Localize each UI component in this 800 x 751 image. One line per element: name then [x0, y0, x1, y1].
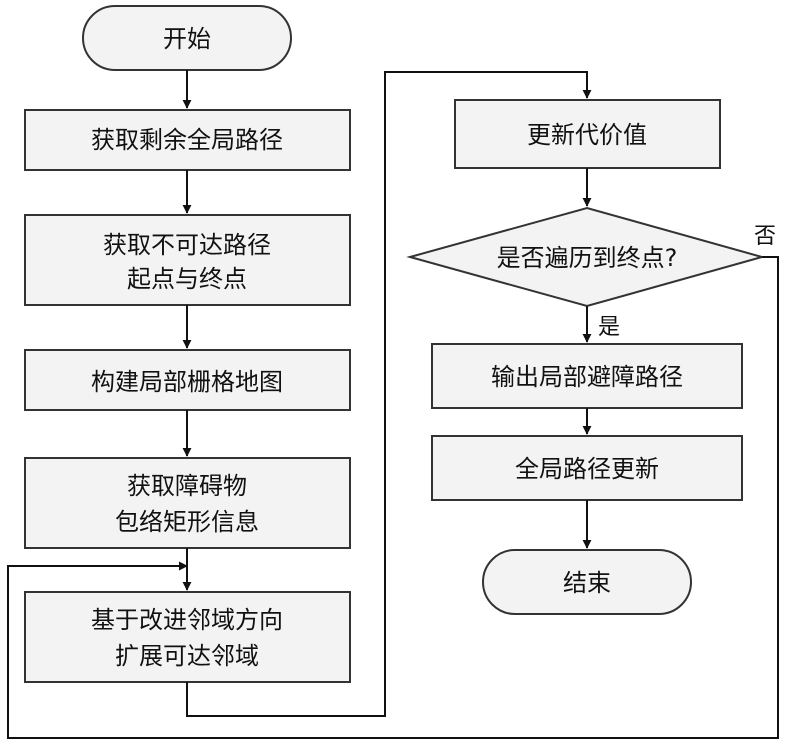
build-grid-map-label: 构建局部栅格地图 — [91, 368, 283, 396]
end-terminal: 结束 — [482, 549, 692, 615]
build-grid-map-box: 构建局部栅格地图 — [24, 349, 351, 411]
get-global-path-box: 获取剩余全局路径 — [24, 109, 351, 171]
start-terminal: 开始 — [82, 5, 292, 71]
get-obstacle-label-1: 获取障碍物 — [127, 472, 247, 500]
no-label: 否 — [754, 224, 776, 249]
get-segment-endpoints-box: 获取不可达路径 起点与终点 — [24, 214, 351, 306]
get-obstacle-label-2: 包络矩形信息 — [115, 508, 259, 536]
update-cost-label: 更新代价值 — [527, 121, 647, 149]
end-label: 结束 — [563, 569, 611, 597]
reached-goal-decision: 是否遍历到终点? — [406, 206, 766, 308]
update-global-path-label: 全局路径更新 — [515, 455, 659, 483]
start-label: 开始 — [163, 25, 211, 53]
expand-neighborhood-box: 基于改进邻域方向 扩展可达邻域 — [24, 591, 351, 683]
update-cost-box: 更新代价值 — [454, 99, 721, 169]
arrow-expand-to-update-cost — [186, 71, 592, 717]
get-obstacle-info-box: 获取障碍物 包络矩形信息 — [24, 457, 351, 549]
decision-label: 是否遍历到终点? — [497, 244, 678, 272]
expand-label-2: 扩展可达邻域 — [115, 642, 259, 670]
update-global-path-box: 全局路径更新 — [431, 435, 743, 501]
get-segment-label-2: 起点与终点 — [127, 265, 247, 293]
expand-label-1: 基于改进邻域方向 — [91, 606, 283, 634]
output-local-path-label: 输出局部避障路径 — [491, 363, 683, 391]
arrow-decision-no-loop — [7, 256, 779, 739]
get-global-path-label: 获取剩余全局路径 — [91, 126, 283, 154]
output-local-path-box: 输出局部避障路径 — [431, 343, 743, 409]
get-segment-label-1: 获取不可达路径 — [103, 231, 271, 259]
yes-label: 是 — [598, 315, 620, 340]
